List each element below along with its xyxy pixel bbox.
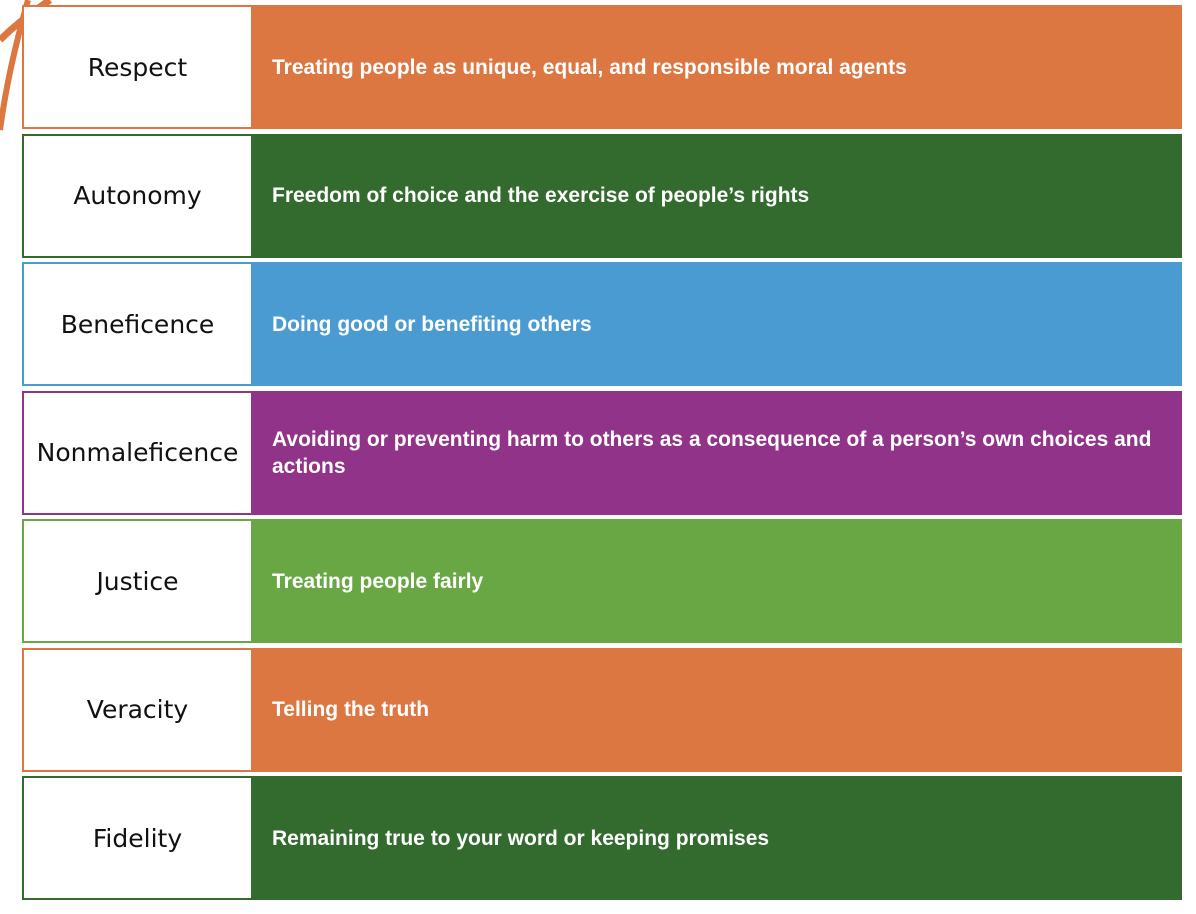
definition-cell: Treating people fairly [253, 519, 1182, 643]
principle-row-veracity: Veracity Telling the truth [22, 647, 1182, 772]
term-cell: Beneficence [22, 262, 253, 386]
principle-row-beneficence: Beneficence Doing good or benefiting oth… [22, 262, 1182, 386]
definition-cell: Freedom of choice and the exercise of pe… [253, 133, 1182, 258]
term-cell: Veracity [22, 647, 253, 772]
definition-cell: Doing good or benefiting others [253, 262, 1182, 386]
definition-cell: Treating people as unique, equal, and re… [253, 5, 1182, 129]
definition-cell: Avoiding or preventing harm to others as… [253, 390, 1182, 515]
principle-row-respect: Respect Treating people as unique, equal… [22, 5, 1182, 129]
term-cell: Fidelity [22, 776, 253, 900]
term-cell: Nonmaleficence [22, 390, 253, 515]
definition-cell: Remaining true to your word or keeping p… [253, 776, 1182, 900]
principle-row-nonmaleficence: Nonmaleficence Avoiding or preventing ha… [22, 390, 1182, 515]
principle-row-autonomy: Autonomy Freedom of choice and the exerc… [22, 133, 1182, 258]
term-cell: Justice [22, 519, 253, 643]
principle-row-justice: Justice Treating people fairly [22, 519, 1182, 643]
term-cell: Respect [22, 5, 253, 129]
term-cell: Autonomy [22, 133, 253, 258]
principles-table: Respect Treating people as unique, equal… [22, 5, 1182, 905]
definition-cell: Telling the truth [253, 647, 1182, 772]
principle-row-fidelity: Fidelity Remaining true to your word or … [22, 776, 1182, 900]
